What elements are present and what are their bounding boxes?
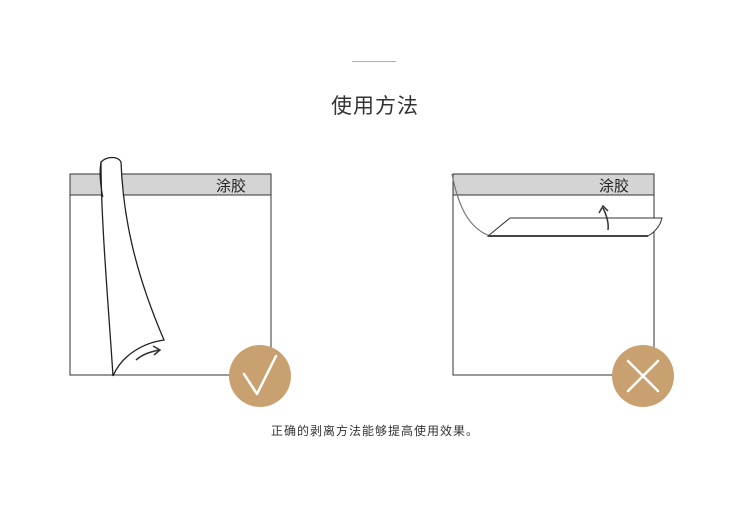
cross-icon [626,359,660,393]
panel-incorrect-lift-arrow-icon [602,207,609,231]
panel-correct-film-edge [99,161,104,198]
panel-correct: 涂胶 [69,156,291,407]
page-title: 使用方法 [331,94,419,118]
panel-incorrect: 涂胶 [451,173,674,407]
panel-incorrect-sheet [452,173,655,376]
panel-correct-peeled-film [100,156,165,377]
title-accent-line [352,61,396,62]
panel-correct-sheet [69,173,272,376]
check-icon [242,354,278,396]
panel-correct-peel-arrow-icon [135,349,160,361]
panel-incorrect-glue-label: 涂胶 [599,177,629,195]
panel-correct-glue-label: 涂胶 [216,177,246,195]
panel-incorrect-glue-strip [452,173,655,196]
usage-caption: 正确的剥离方法能够提高使用效果。 [270,424,479,438]
panel-incorrect-arrow-head-icon [598,204,609,214]
panel-incorrect-peeled-strip [486,217,663,237]
panel-incorrect-sag-curve [451,173,491,237]
panel-correct-arrow-head-icon [152,345,162,356]
correct-badge [229,345,291,407]
